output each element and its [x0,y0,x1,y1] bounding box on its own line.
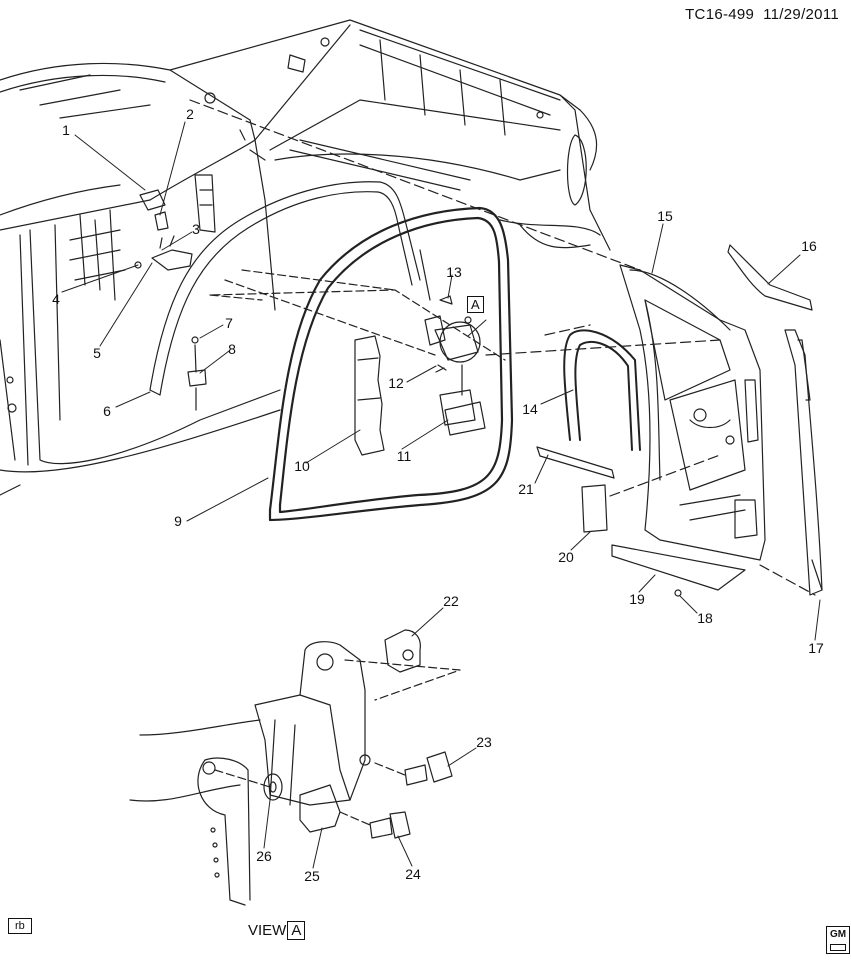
callout-26: 26 [256,848,272,864]
callout-24: 24 [405,866,421,882]
callout-4: 4 [52,291,60,307]
callout-11: 11 [396,448,412,464]
callout-23: 23 [476,734,492,750]
view-letter-box: A [287,921,306,940]
retainer-clip [674,589,682,597]
gm-logo: GM [826,926,850,954]
callout-20: 20 [558,549,574,565]
callout-21: 21 [518,481,534,497]
reference-lines [189,99,816,596]
door-weatherstrip [268,206,514,522]
rear-door-panel [619,264,766,561]
callout-25: 25 [304,868,320,884]
callout-15: 15 [657,208,673,224]
view-a-detail [129,629,461,906]
door-glass-channel [563,329,641,451]
door-pillar-trim [784,329,823,596]
lower-molding [536,446,615,479]
drawing-id: TC16-499 [685,6,755,23]
callout-19: 19 [629,591,645,607]
callout-16: 16 [801,238,817,254]
truck-cab [0,62,281,496]
callout-8: 8 [228,341,236,357]
view-label-text: VIEW [248,922,287,939]
callout-22: 22 [443,593,459,609]
callout-6: 6 [103,403,111,419]
callout-1: 1 [62,122,70,138]
callout-14: 14 [522,401,538,417]
callout-12: 12 [388,375,404,391]
rb-tag: rb [8,918,32,934]
drawing-date: 11/29/2011 [763,6,839,23]
drawing-header: TC16-499 11/29/2011 [685,6,839,23]
callout-13: 13 [446,264,462,280]
callout-9: 9 [174,513,182,529]
callout-17: 17 [808,640,824,656]
callout-18: 18 [697,610,713,626]
hinge-assembly [134,189,506,456]
door-sill-trim [611,544,746,591]
belt-molding [727,244,813,311]
callout-3: 3 [192,221,200,237]
callout-2: 2 [186,106,194,122]
callout-10: 10 [294,458,310,474]
truck-bed [169,19,611,251]
detail-marker-a: A [467,296,484,313]
gm-logo-text: GM [829,929,847,940]
leader-lines [61,121,821,869]
callout-5: 5 [93,345,101,361]
door-insulator-pad [581,484,608,533]
gm-logo-underbar [830,944,846,951]
callout-7: 7 [225,315,233,331]
